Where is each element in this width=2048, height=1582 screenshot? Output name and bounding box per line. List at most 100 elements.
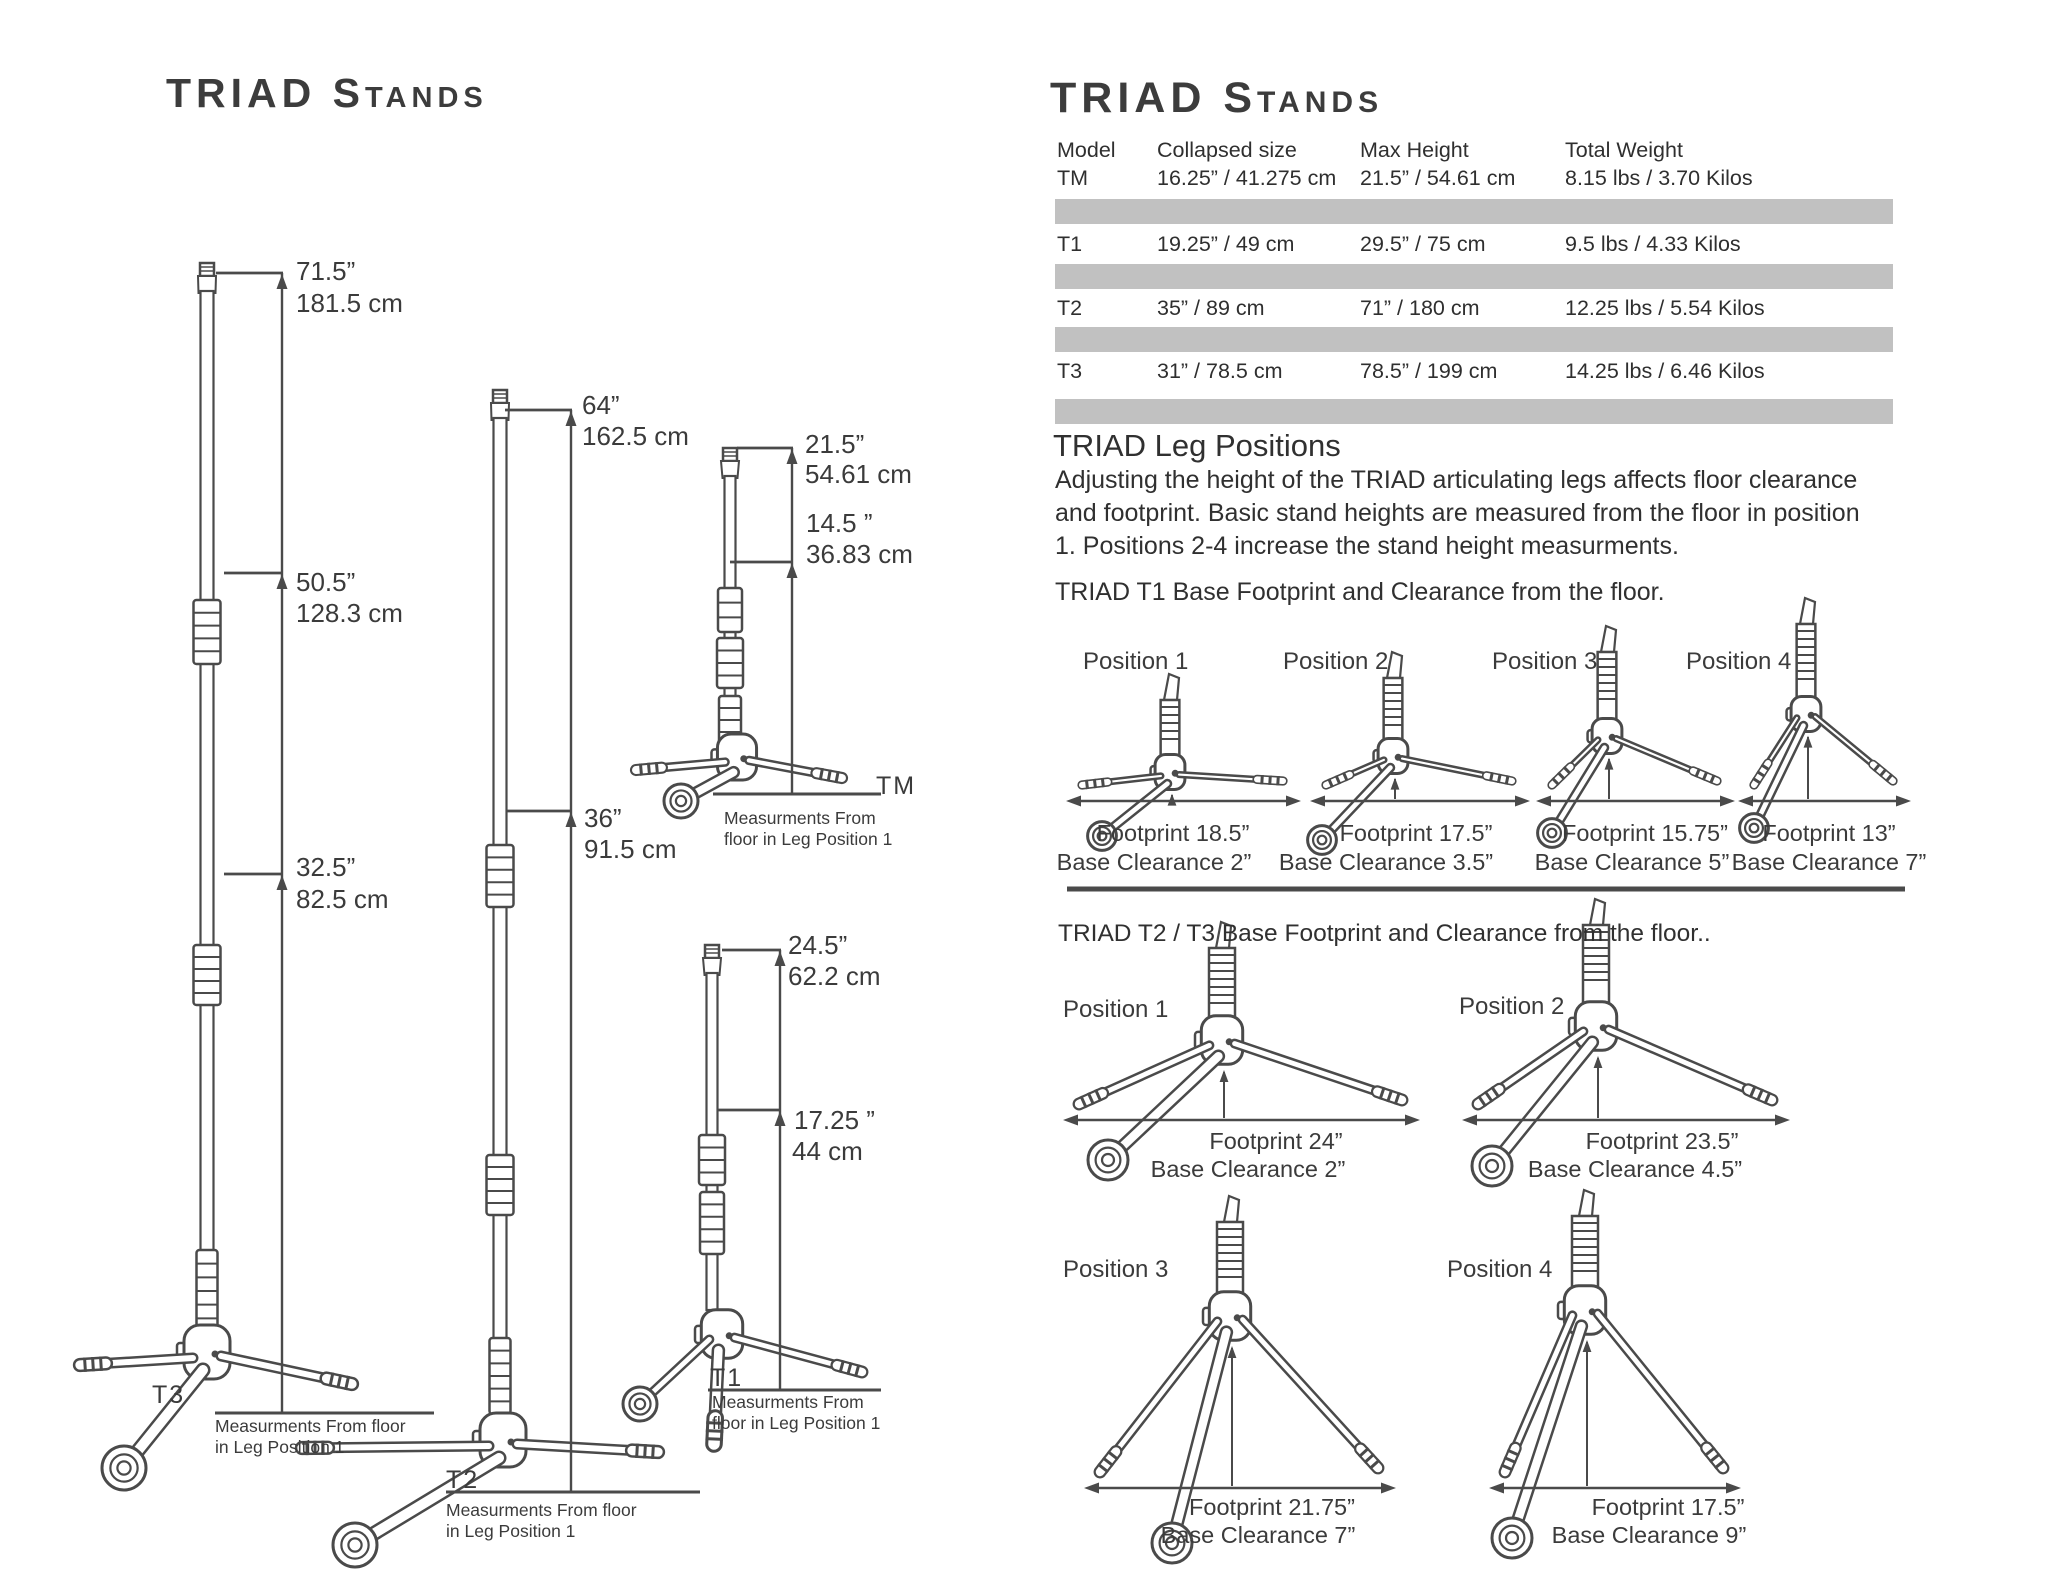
leg-body-line3: 1. Positions 2-4 increase the stand heig… [1055, 532, 1679, 560]
t2t3-position-3-label: Position 3 [1063, 1256, 1169, 1283]
t3-stand-drawing [72, 261, 360, 1492]
t1-collapsed: 19.25” / 49 cm [1157, 232, 1295, 256]
t2-maxheight: 71” / 180 cm [1360, 296, 1480, 320]
t2-collapsed: 35” / 89 cm [1157, 296, 1265, 320]
t2t3-p4-footprint: Footprint 17.5” [1591, 1494, 1745, 1520]
t1-height-inches: 24.5” [788, 930, 848, 960]
t2-caption-line1: Measurments From floor [446, 1500, 637, 1520]
t3-maxheight: 78.5” / 199 cm [1360, 359, 1498, 383]
t1-p1-clearance: Base Clearance 2” [1056, 849, 1252, 875]
t3-collapsed: 31” / 78.5 cm [1157, 359, 1283, 383]
t1-position-2-label: Position 2 [1283, 648, 1389, 675]
t1-label: T1 [710, 1364, 744, 1392]
t2t3-footprint-caption: TRIAD T2 / T3 Base Footprint and Clearan… [1058, 920, 1711, 947]
t2t3-position-4-drawing [1489, 1188, 1741, 1560]
t1-p3-clearance: Base Clearance 5” [1534, 849, 1730, 875]
t3-model: T3 [1057, 359, 1083, 383]
tm-collapsed: 16.25” / 41.275 cm [1157, 166, 1337, 190]
t3-height-cm: 181.5 cm [296, 288, 403, 318]
t1-position-3-drawing [1536, 624, 1735, 849]
t2-stand-drawing [294, 388, 666, 1569]
t3-height-inches: 71.5” [296, 256, 356, 286]
t2t3-p2-clearance: Base Clearance 4.5” [1527, 1156, 1743, 1182]
t2-height-inches: 64” [582, 390, 620, 420]
right-page-title: TRIAD Stands [1050, 74, 1384, 122]
t3-weight: 14.25 lbs / 6.46 Kilos [1565, 359, 1765, 383]
tm-caption-line2: floor in Leg Position 1 [724, 829, 893, 849]
t3-dimension-lines [216, 271, 288, 1413]
t1-p4-clearance: Base Clearance 7” [1731, 849, 1927, 875]
t1-caption: Measurments From floor in Leg Position 1 [712, 1392, 880, 1434]
t3-label: T3 [152, 1381, 186, 1409]
t2t3-p3-footprint: Footprint 21.75” [1189, 1494, 1355, 1520]
t3-mid-inches: 50.5” [296, 567, 356, 597]
t1-caption-line2: floor in Leg Position 1 [712, 1413, 881, 1433]
t2t3-position-3-drawing [1084, 1194, 1396, 1565]
t1-height-cm: 62.2 cm [788, 961, 881, 991]
t2-caption: Measurments From floor in Leg Position 1 [446, 1500, 637, 1542]
col-header-model: Model [1057, 138, 1116, 162]
tm-height-cm: 54.61 cm [805, 459, 912, 489]
t1-position-1-drawing [1066, 672, 1301, 852]
t1-dimension-lines [718, 948, 786, 1390]
tm-label: TM [876, 772, 917, 800]
tm-mid-cm: 36.83 cm [806, 539, 913, 569]
t2t3-p4-clearance: Base Clearance 9” [1551, 1522, 1747, 1548]
t2-mid-cm: 91.5 cm [584, 834, 677, 864]
t2-mid-inches: 36” [584, 803, 622, 833]
t2t3-p1-footprint: Footprint 24” [1209, 1128, 1343, 1154]
t2-weight: 12.25 lbs / 5.54 Kilos [1565, 296, 1765, 320]
t1-weight: 9.5 lbs / 4.33 Kilos [1565, 232, 1741, 256]
t3-low-cm: 82.5 cm [296, 884, 389, 914]
tm-weight: 8.15 lbs / 3.70 Kilos [1565, 166, 1753, 190]
leg-positions-heading: TRIAD Leg Positions [1053, 428, 1341, 463]
table-stripe [1055, 264, 1893, 289]
t2t3-position-4-label: Position 4 [1447, 1256, 1553, 1283]
tm-dimension-lines [730, 446, 798, 794]
table-stripe [1055, 399, 1893, 424]
t1-p2-footprint: Footprint 17.5” [1339, 820, 1493, 846]
t2t3-position-2-label: Position 2 [1459, 993, 1565, 1020]
t1-p1-footprint: Footprint 18.5” [1096, 820, 1250, 846]
left-page-title: TRIAD Stands [166, 70, 488, 116]
leg-body-line1: Adjusting the height of the TRIAD articu… [1055, 466, 1858, 494]
t2t3-p3-clearance: Base Clearance 7” [1160, 1522, 1356, 1548]
floor-lines [215, 792, 881, 1494]
t1-stand-drawing [621, 943, 869, 1453]
tm-caption: Measurments From floor in Leg Position 1 [724, 808, 892, 850]
t1-caption-line1: Measurments From [712, 1392, 864, 1412]
t1-position-2-drawing [1306, 650, 1530, 856]
t2-dimension-lines [505, 408, 577, 1492]
t1-p3-footprint: Footprint 15.75” [1562, 820, 1728, 846]
tm-stand-drawing [629, 446, 849, 820]
t1-model: T1 [1057, 232, 1083, 256]
t1-position-1-label: Position 1 [1083, 648, 1189, 675]
col-header-collapsed: Collapsed size [1157, 138, 1297, 162]
t3-caption-line1: Measurments From floor [215, 1416, 406, 1436]
t2t3-position-1-label: Position 1 [1063, 996, 1169, 1023]
t2t3-p1-clearance: Base Clearance 2” [1150, 1156, 1346, 1182]
t2t3-position-1-drawing [1063, 920, 1420, 1182]
col-header-maxheight: Max Height [1360, 138, 1469, 162]
tm-caption-line1: Measurments From [724, 808, 876, 828]
tm-mid-inches: 14.5 ” [806, 508, 873, 538]
leg-body-line2: and footprint. Basic stand heights are m… [1055, 499, 1860, 527]
t2-model: T2 [1057, 296, 1083, 320]
t1-position-3-label: Position 3 [1492, 648, 1598, 675]
t3-caption-line2: in Leg Position 1 [215, 1437, 345, 1457]
t2-caption-line2: in Leg Position 1 [446, 1521, 576, 1541]
t1-footprint-caption: TRIAD T1 Base Footprint and Clearance fr… [1055, 578, 1665, 606]
tm-model: TM [1057, 166, 1089, 190]
tm-height-inches: 21.5” [805, 429, 865, 459]
t2t3-p2-footprint: Footprint 23.5” [1585, 1128, 1739, 1154]
t1-p4-footprint: Footprint 13” [1762, 820, 1896, 846]
tm-maxheight: 21.5” / 54.61 cm [1360, 166, 1516, 190]
t2-height-cm: 162.5 cm [582, 421, 689, 451]
t2-label: T2 [446, 1466, 480, 1494]
t3-caption: Measurments From floor in Leg Position 1 [215, 1416, 406, 1458]
t1-p2-clearance: Base Clearance 3.5” [1278, 849, 1494, 875]
table-stripe [1055, 327, 1893, 352]
t3-mid-cm: 128.3 cm [296, 598, 403, 628]
